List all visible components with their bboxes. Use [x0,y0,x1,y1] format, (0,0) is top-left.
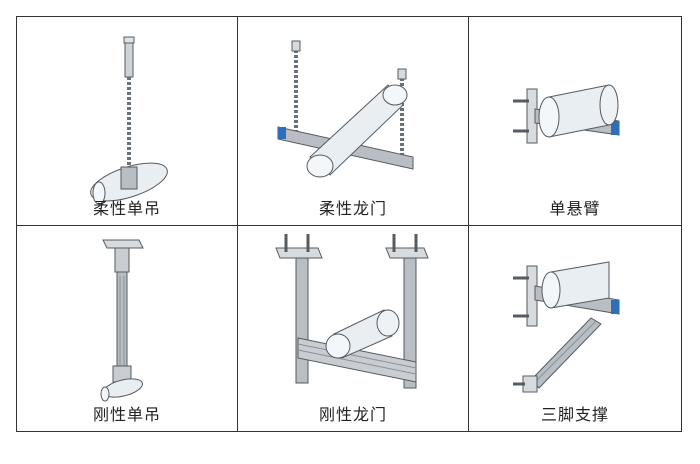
tripod-support-illustration [513,261,620,393]
cell-flexible-gantry: 柔性龙门 [238,17,469,226]
cell-single-cantilever: 单悬臂 [469,17,681,226]
cell-label: 单悬臂 [549,199,601,218]
cell-label: 刚性单吊 [92,405,161,424]
cell-label: 柔性龙门 [318,199,387,218]
flexible-gantry-illustration [277,40,414,178]
cell-label: 三脚支撑 [540,405,609,424]
cell-tripod-support: 三脚支撑 [469,226,681,431]
single-cantilever-illustration [513,84,620,144]
rigid-gantry-illustration [275,234,429,389]
support-type-grid: 柔性单吊 柔性龙门 单悬臂 [16,16,682,432]
cell-rigid-gantry: 刚性龙门 [238,226,469,431]
cell-flexible-single-hanger: 柔性单吊 [17,17,238,226]
cell-label: 柔性单吊 [92,199,161,218]
cell-label: 刚性龙门 [318,405,387,424]
cell-rigid-single-hanger: 刚性单吊 [17,226,238,431]
flexible-single-hanger-illustration [90,36,168,205]
rigid-single-hanger-illustration [100,239,144,402]
